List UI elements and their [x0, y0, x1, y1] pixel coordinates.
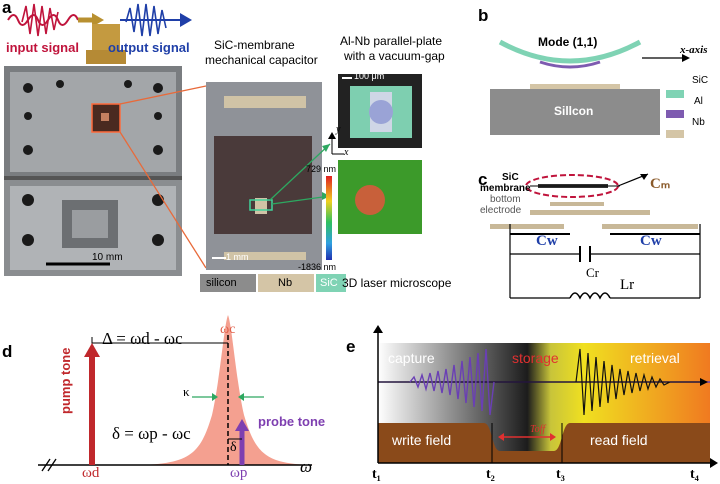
panel-c-label: c	[478, 170, 488, 189]
omega-axis-label: ω	[300, 457, 313, 476]
chip-image	[206, 82, 322, 270]
cr-label: Cr	[586, 265, 599, 280]
axis-y-label: y	[336, 124, 341, 135]
legend-sic-label: SiC	[320, 277, 338, 289]
capacitor-title-1: SiC-membrane	[214, 38, 295, 52]
legend-nb-b-label: Nb	[692, 117, 705, 128]
capture-label: capture	[388, 350, 435, 366]
axis-break-2	[47, 458, 57, 472]
t1-label: t₁	[372, 467, 381, 482]
panel-b-label: b	[478, 6, 489, 25]
cw-right-label: Cw	[640, 233, 662, 249]
omega-p-label: ωp	[230, 465, 248, 481]
sma-connector-nut	[86, 50, 126, 64]
legend-al-b	[666, 110, 684, 118]
legend-nb-swatch	[258, 274, 314, 292]
small-delta-equation: δ = ωp - ωc	[112, 424, 191, 443]
lr-label: Lr	[620, 277, 635, 293]
legend-nb-label: Nb	[278, 277, 293, 289]
inductor	[569, 292, 611, 300]
colorbar-min-label: -1836 nm	[298, 262, 337, 272]
parallel-plate-image	[338, 74, 422, 148]
cw-right-plate-top	[602, 224, 698, 229]
colorbar	[326, 176, 332, 260]
membrane-label-2: membrane	[480, 183, 531, 194]
toff-label: Toff	[530, 424, 546, 435]
legend-silicon-label: silicon	[206, 277, 237, 289]
legend-nb-b	[666, 130, 684, 138]
bottom-electrode	[530, 210, 650, 215]
write-field-label: write field	[392, 432, 452, 448]
panel-d-label: d	[2, 342, 13, 361]
cw-left-label: Cw	[536, 233, 558, 249]
plate-title-1: Al-Nb parallel-plate	[340, 34, 443, 48]
sma-connector-pipe	[92, 24, 120, 54]
legend-silicon-swatch	[200, 274, 256, 292]
scale-1mm-label: 1 mm	[226, 252, 249, 262]
legend-sic-b-label: SiC	[692, 75, 709, 86]
read-field-label: read field	[590, 432, 648, 448]
membrane-mode-shape	[498, 39, 642, 64]
scale-100um-label: 100 μm	[354, 71, 385, 81]
membrane-label-1: SiC	[502, 172, 519, 183]
retrieval-label: retrieval	[630, 350, 680, 366]
t3-label: t₃	[556, 467, 565, 482]
bottom-electrode-label-2: electrode	[480, 205, 522, 216]
screw-holes	[22, 80, 164, 246]
cm-label: Cₘ	[650, 176, 671, 192]
input-waveform	[7, 3, 79, 37]
panel-e-label: e	[346, 337, 356, 356]
colorbar-max-label: 729 nm	[306, 164, 337, 174]
legend-al-b-label: Al	[694, 96, 703, 107]
output-arrowhead	[180, 13, 192, 27]
pump-tone-label: pump tone	[58, 347, 73, 414]
metal-sample-box	[4, 66, 182, 276]
t4-label: t₄	[690, 467, 699, 482]
input-signal-label: input signal	[6, 40, 79, 55]
x-axis-label: x-axis	[680, 44, 708, 56]
probe-tone-label: probe tone	[258, 414, 326, 429]
mode-label: Mode (1,1)	[538, 35, 598, 49]
captured-pulse	[409, 348, 495, 416]
panel-c-graphic	[490, 173, 701, 300]
capacitor-title-2: mechanical capacitor	[205, 53, 318, 67]
input-arrowhead	[92, 13, 104, 27]
big-delta-equation: Δ = ωd - ωc	[102, 329, 183, 348]
control-field-shape	[378, 423, 710, 463]
t2-label: t₂	[486, 467, 495, 482]
storage-label: storage	[512, 350, 559, 366]
omega-c-label: ωc	[220, 322, 236, 337]
bottom-electrode-label-1: bottom	[490, 194, 521, 205]
kappa-label: κ	[183, 384, 190, 399]
plate-title-2: with a vacuum-gap	[344, 49, 445, 63]
scale-10mm-label: 10 mm	[92, 252, 123, 263]
panel-d-graphic	[38, 315, 320, 472]
panel-e-graphic	[373, 325, 718, 468]
output-waveform	[120, 3, 180, 37]
legend-sic-swatch	[316, 274, 346, 292]
panel-a-graphic	[4, 3, 422, 292]
output-signal-label: output signal	[108, 40, 190, 55]
substrate-label: Sillcon	[554, 104, 594, 118]
small-delta-label: δ	[230, 440, 237, 455]
axis-break-1	[41, 458, 51, 472]
cw-left-plate-top	[490, 224, 564, 229]
axis-x-label: x	[344, 147, 349, 158]
nb-pads	[530, 84, 620, 89]
laser-microscope-image	[338, 160, 422, 234]
cavity-lorentzian	[130, 315, 320, 465]
panel-b-graphic	[490, 39, 690, 138]
substrate	[490, 89, 660, 135]
omega-d-label: ωd	[82, 465, 100, 481]
microscope-label: 3D laser microscope	[342, 276, 452, 290]
legend-sic-b	[666, 90, 684, 98]
retrieved-pulse	[575, 348, 671, 416]
panel-a-label: a	[2, 0, 12, 17]
